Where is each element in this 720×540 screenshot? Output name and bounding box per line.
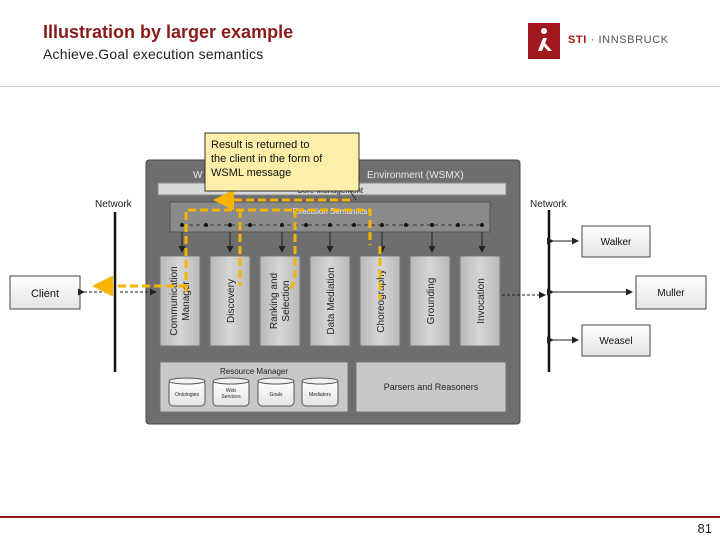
svg-text:the client in the form of: the client in the form of <box>211 153 323 165</box>
component-invocation: Invocation <box>459 255 501 347</box>
svg-text:Manager: Manager <box>181 281 192 321</box>
service-walker: Walker <box>581 225 651 258</box>
resource-manager-label: Resource Manager <box>220 367 288 376</box>
sti-logo: STI · INNSBRUCK <box>528 23 688 59</box>
page-number: 81 <box>697 521 712 536</box>
service-arrows <box>502 237 633 344</box>
svg-text:Data Mediation: Data Mediation <box>326 267 337 334</box>
environment-prefix: W <box>193 170 203 181</box>
component-grounding: Grounding <box>409 255 451 347</box>
logo-text: STI · INNSBRUCK <box>568 34 669 46</box>
sti-logo-icon <box>528 23 560 59</box>
component-ranking-and-selection: Ranking and Selection <box>259 255 301 347</box>
repository-web-services: Web Services <box>212 377 250 407</box>
environment-label: Environment (WSMX) <box>367 170 464 181</box>
parsers-reasoners-box <box>355 361 507 413</box>
svg-text:Mediators: Mediators <box>309 392 331 398</box>
svg-text:Weasel: Weasel <box>599 336 632 347</box>
component-communication-manager: Communication Manager <box>159 255 201 347</box>
component-arrows <box>178 232 486 253</box>
svg-text:Result is returned to: Result is returned to <box>211 139 309 151</box>
network-left-label: Network <box>95 199 133 210</box>
callout-pointer <box>349 190 357 201</box>
footer-divider <box>0 516 720 518</box>
repository-ontologies: Ontologies <box>168 377 206 407</box>
svg-text:Communication: Communication <box>169 266 180 335</box>
svg-text:Muller: Muller <box>657 288 685 299</box>
component-data-mediation: Data Mediation <box>309 255 351 347</box>
result-callout: Result is returned to the client in the … <box>204 132 360 192</box>
service-muller: Muller <box>635 275 707 310</box>
parsers-reasoners-label: Parsers and Reasoners <box>384 382 479 392</box>
svg-text:Client: Client <box>31 288 59 300</box>
component-choreography: Choreography <box>359 255 401 347</box>
slide-title: Illustration by larger example <box>43 22 294 42</box>
svg-text:Ontologies: Ontologies <box>175 392 199 398</box>
svg-text:Web: Web <box>226 388 236 394</box>
svg-text:Invocation: Invocation <box>476 278 487 324</box>
execution-dots <box>180 223 484 227</box>
network-right-label: Network <box>530 199 568 210</box>
svg-text:Selection: Selection <box>281 280 292 321</box>
client-box: Client <box>9 275 81 310</box>
execution-flow-arrows <box>92 189 382 300</box>
svg-text:Services: Services <box>221 394 241 400</box>
header-divider <box>0 86 720 87</box>
service-weasel: Weasel <box>581 324 651 357</box>
svg-text:WSML message: WSML message <box>211 167 291 179</box>
slide-subtitle: Achieve.Goal execution semantics <box>43 46 264 62</box>
execution-semantics-label: Execution Semantics <box>293 207 368 216</box>
svg-text:Choreography: Choreography <box>376 269 387 332</box>
svg-text:Ranking and: Ranking and <box>269 273 280 329</box>
svg-text:Grounding: Grounding <box>426 278 437 325</box>
repository-goals: Goals <box>257 377 295 407</box>
svg-text:Goals: Goals <box>269 392 283 398</box>
component-discovery: Discovery <box>209 255 251 347</box>
svg-text:Discovery: Discovery <box>226 279 237 323</box>
repository-mediators: Mediators <box>301 377 339 407</box>
svg-text:Walker: Walker <box>601 237 632 248</box>
